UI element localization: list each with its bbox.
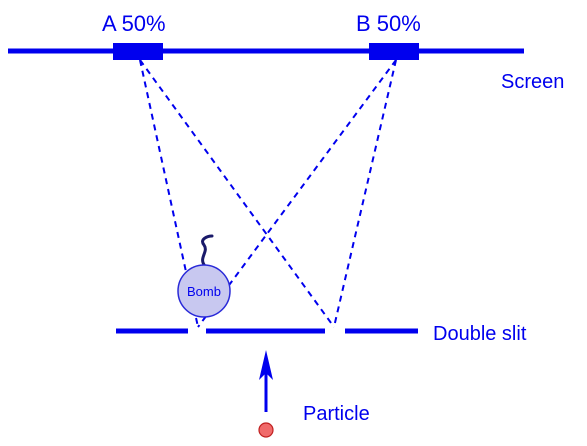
- double-slit-label: Double slit: [433, 323, 527, 345]
- detector-b: [369, 43, 419, 60]
- arrow-up-icon: [259, 350, 273, 380]
- bomb-label: Bomb: [187, 284, 221, 299]
- bomb-fuse: [201, 234, 214, 268]
- detector-b-label: B 50%: [356, 11, 421, 36]
- path-left-slit-to-a: [139, 59, 199, 328]
- path-right-slit-to-a: [139, 59, 335, 328]
- path-left-slit-to-b: [197, 59, 397, 328]
- bomb-icon: [177, 264, 231, 318]
- detector-a-label: A 50%: [102, 11, 166, 36]
- particle-dot-icon: [258, 422, 274, 438]
- path-right-slit-to-b: [333, 59, 397, 328]
- particle-label: Particle: [303, 403, 370, 425]
- detector-a: [113, 43, 163, 60]
- screen-label: Screen: [501, 71, 564, 93]
